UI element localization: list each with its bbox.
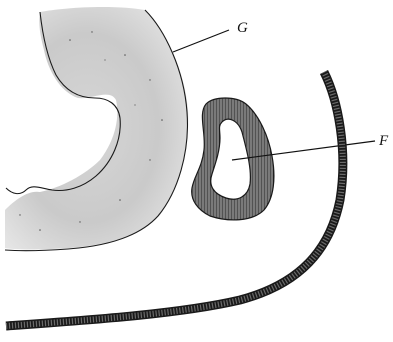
structure-f: [192, 98, 274, 220]
label-g: G: [237, 21, 248, 36]
organ-g: [5, 7, 188, 251]
structure-f-ring: [192, 98, 274, 220]
label-f: F: [379, 134, 388, 149]
leader-line-g: [173, 30, 229, 52]
